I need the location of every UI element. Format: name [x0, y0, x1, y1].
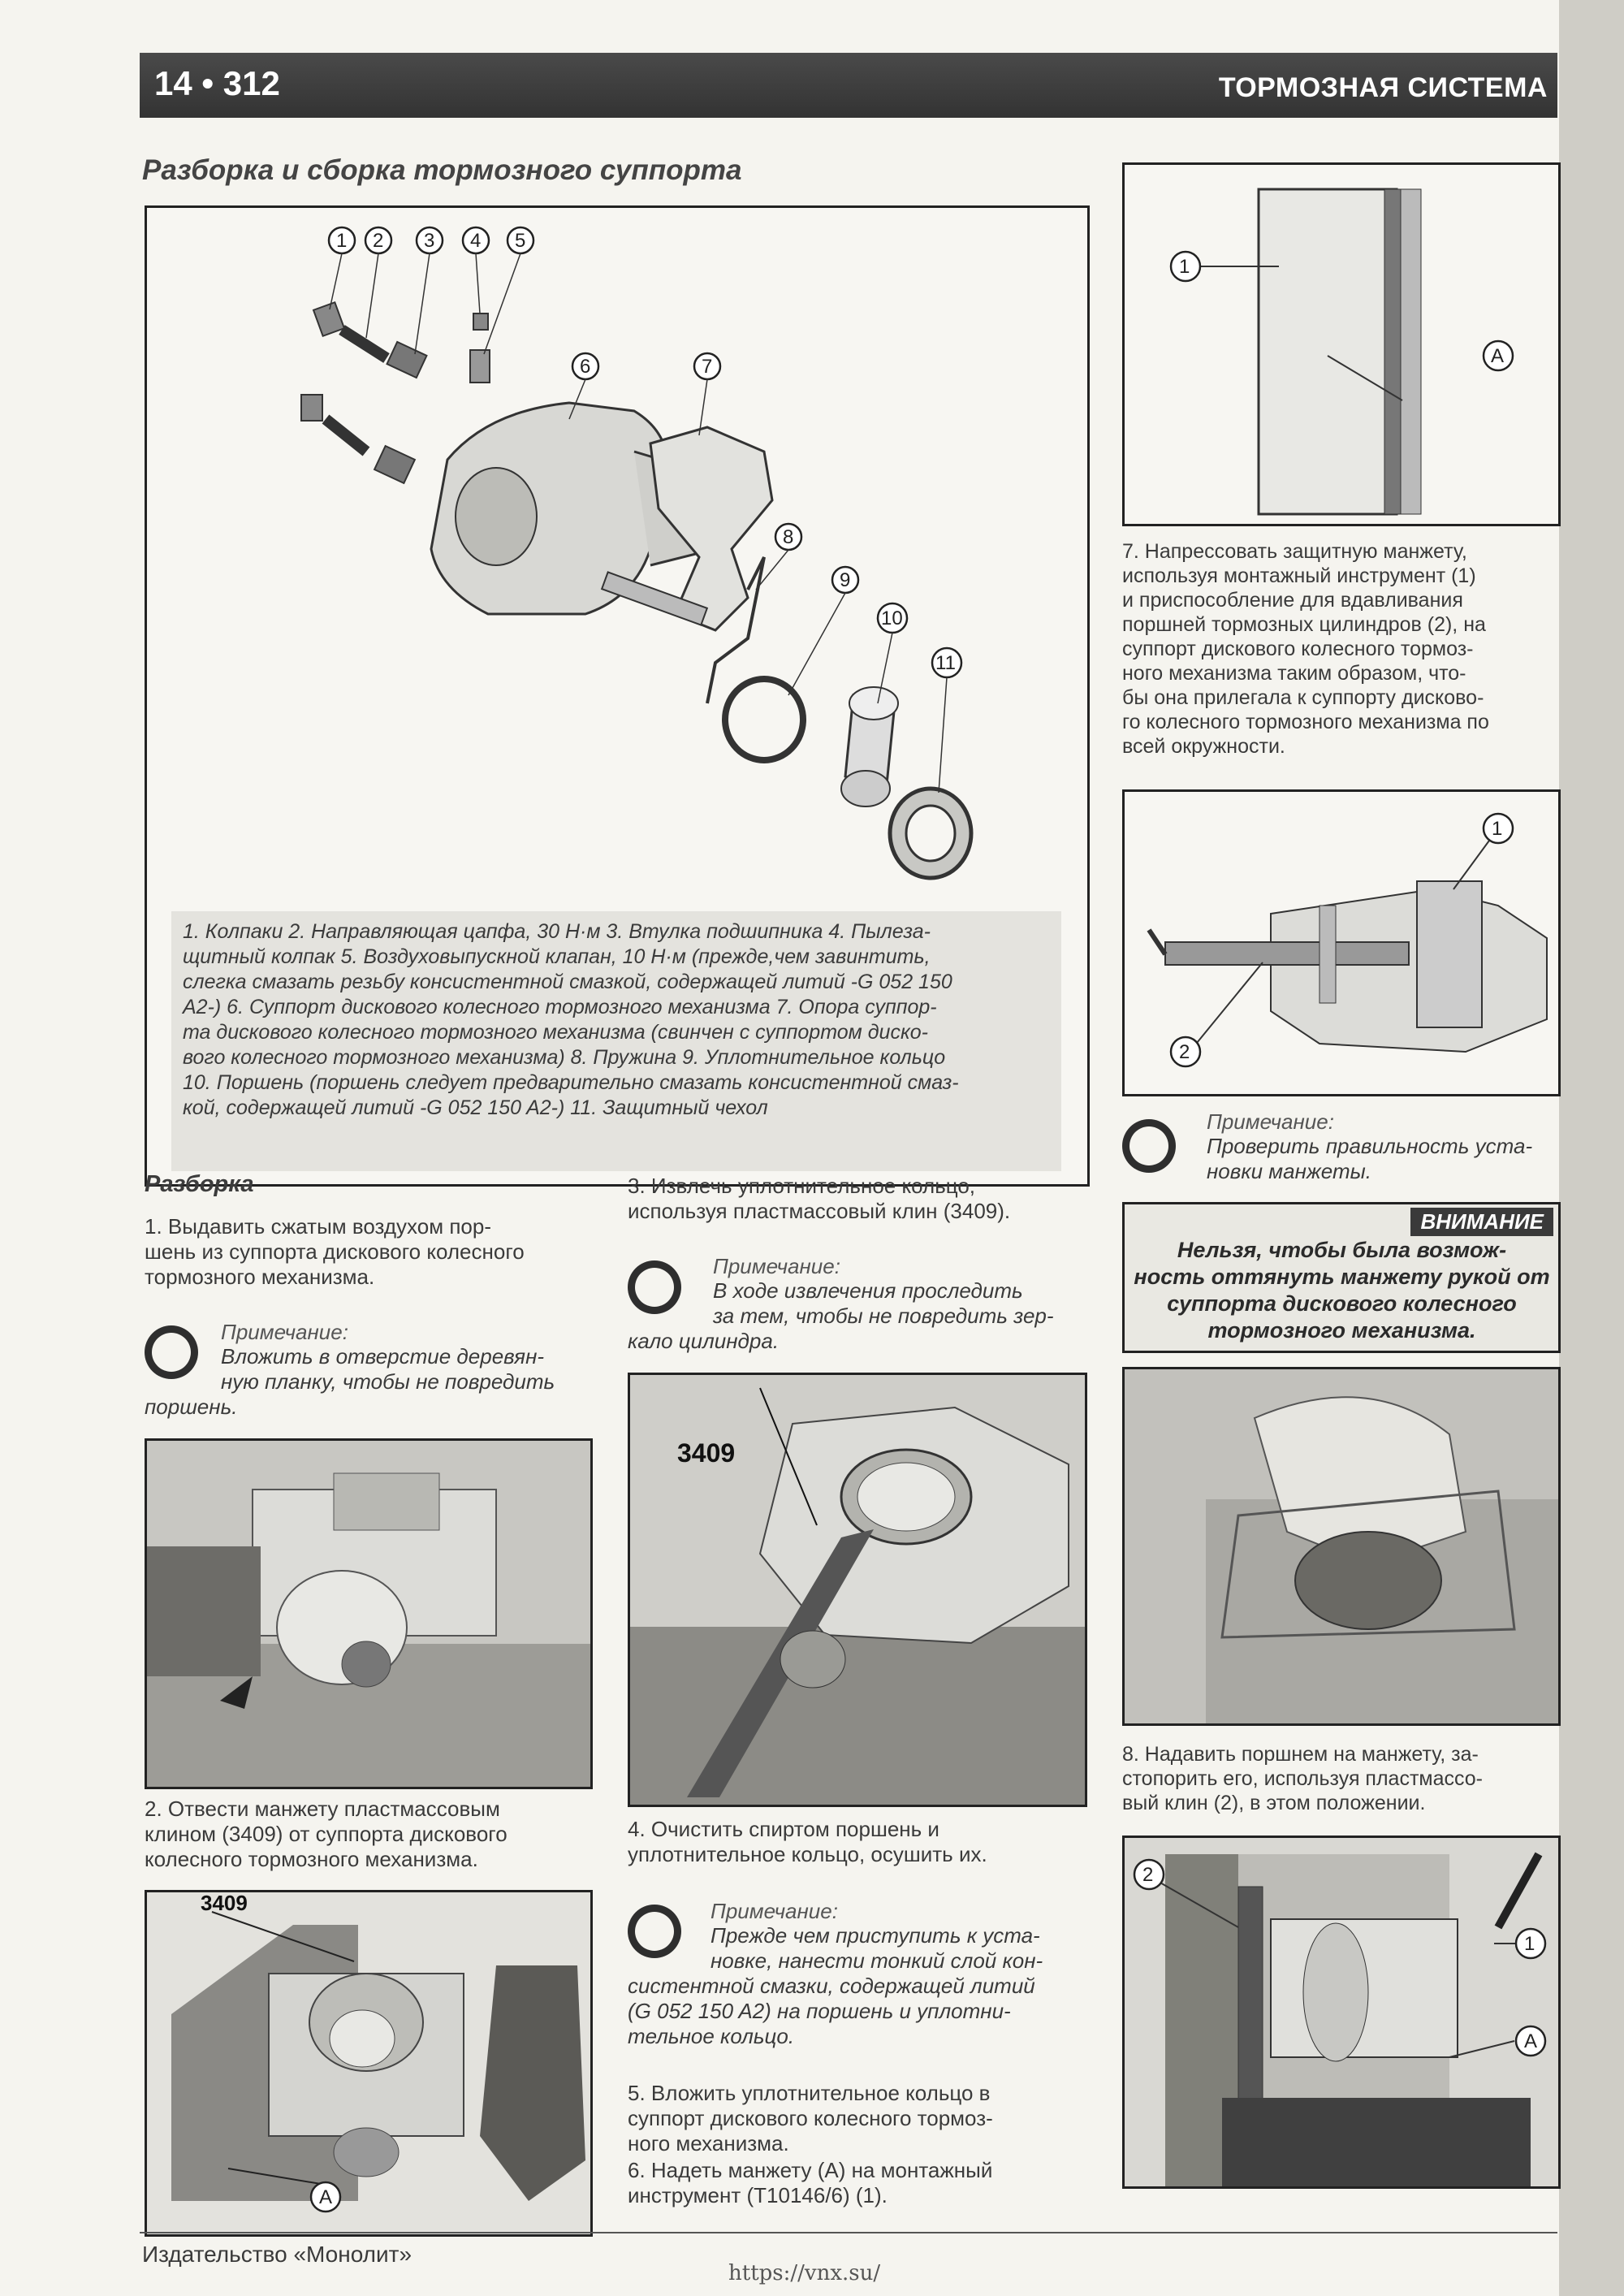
tool-label-3409: 3409	[677, 1438, 736, 1468]
section-title: ТОРМОЗНАЯ СИСТЕМА	[1218, 72, 1548, 103]
callout-A-step2	[309, 2181, 342, 2213]
photo-step-3-drawing	[630, 1387, 1085, 1805]
note-2-label: Примечание:	[713, 1254, 840, 1278]
figure-step-7b: 1 2	[1122, 789, 1561, 1096]
page-edge	[1559, 0, 1624, 2296]
photo-step-1-drawing	[147, 1472, 590, 1787]
step-7: 7. Напрессовать защитную манжету,использ…	[1122, 540, 1489, 758]
callout-1-fig7b	[1482, 812, 1514, 845]
exploded-view-drawing: 1 2 3 4 5 6 7 8 9 10 11	[300, 226, 974, 880]
callout-1-fig8	[1514, 1927, 1547, 1960]
note-4-label: Примечание:	[1207, 1109, 1334, 1134]
callout-A-fig7a	[1482, 339, 1514, 372]
publisher: Издательство «Монолит»	[142, 2242, 412, 2267]
source-url[interactable]: https://vnx.su/	[728, 2261, 881, 2285]
lightbulb-icon	[628, 1905, 681, 1958]
note-4: Проверить правильность уста-новки манжет…	[1207, 1134, 1533, 1183]
callout-8-text: 8	[783, 526, 793, 548]
exploded-view-legend: 1. Колпаки 2. Направляющая цапфа, 30 Н·м…	[171, 911, 1061, 1171]
photo-step-8: 2 1 A	[1122, 1836, 1561, 2189]
photo-step-8-drawing: 2 1 A	[1133, 1852, 1547, 2186]
lightbulb-icon	[628, 1260, 681, 1314]
figure-step-7a-drawing: 1 A	[1169, 188, 1514, 516]
callout-A-fig8	[1514, 2025, 1547, 2057]
callout-11-text: 11	[935, 652, 956, 674]
callout-2-fig7b-text: 2	[1179, 1041, 1190, 1063]
photo-step-7c	[1122, 1367, 1561, 1726]
note-1: Вложить в отверстие деревян-ную планку, …	[145, 1344, 555, 1419]
note-3-label: Примечание:	[710, 1899, 838, 1923]
callout-5-text: 5	[515, 230, 525, 252]
figure-step-7a: 1 A	[1122, 162, 1561, 526]
exploded-view-figure: 1 2 3 4 5 6 7 8 9 10 11	[145, 205, 1090, 1187]
page-header: 14 • 312 ТОРМОЗНАЯ СИСТЕМА	[140, 53, 1557, 118]
legend-line: кой, содержащей литий -G 052 150 A2-) 11…	[183, 1096, 768, 1119]
chapter-page-number: 14 • 312	[154, 64, 280, 102]
callout-10-text: 10	[881, 608, 903, 629]
photo-step-1	[145, 1438, 593, 1789]
photo-step-7c-drawing	[1206, 1396, 1558, 1723]
legend-line: вого колесного тормозного механизма) 8. …	[183, 1046, 946, 1069]
callout-2-fig8-text: 2	[1142, 1864, 1153, 1886]
callout-1-fig7a-text: 1	[1179, 256, 1190, 278]
callout-1-text: 1	[336, 230, 347, 252]
photo-step-3: 3409	[628, 1373, 1087, 1807]
disassembly-heading: Разборка	[145, 1171, 254, 1197]
page-title: Разборка и сборка тормозного суппорта	[142, 154, 742, 186]
callout-1-fig8-text: 1	[1524, 1933, 1535, 1955]
legend-line: та дискового колесного тормозного механи…	[183, 1021, 928, 1044]
warning-title: ВНИМАНИЕ	[1410, 1208, 1553, 1236]
legend-line: 1. Колпаки 2. Направляющая цапфа, 30 Н·м…	[183, 920, 931, 943]
warning-text: Нельзя, чтобы была возмож-ность оттянуть…	[1134, 1238, 1550, 1343]
callout-1-fig7a	[1169, 250, 1202, 283]
lightbulb-icon	[1122, 1119, 1176, 1173]
callout-6-text: 6	[580, 356, 590, 378]
note-3: Прежде чем приступить к уста-новке, нане…	[628, 1923, 1043, 2048]
tool-label-3409: 3409	[201, 1891, 248, 1915]
callout-2-fig8	[1133, 1858, 1165, 1891]
photo-step-2-drawing: A	[171, 1911, 585, 2213]
callout-4-text: 4	[470, 230, 481, 252]
warning-box: ВНИМАНИЕ Нельзя, чтобы была возмож-ность…	[1122, 1202, 1561, 1353]
footer-rule	[140, 2232, 1557, 2233]
note-1-label: Примечание:	[221, 1320, 348, 1344]
legend-line: слегка смазать резьбу консистентной смаз…	[183, 971, 952, 993]
legend-line: 10. Поршень (поршень следует предварител…	[183, 1071, 959, 1094]
photo-step-2: A 3409	[145, 1890, 593, 2237]
callout-1-fig7b-text: 1	[1492, 818, 1502, 840]
step-1: 1. Выдавить сжатым воздухом пор-шень из …	[145, 1214, 525, 1289]
step-8: 8. Надавить поршнем на манжету, за-стопо…	[1122, 1743, 1484, 1814]
legend-line: A2-) 6. Суппорт дискового колесного торм…	[183, 996, 937, 1018]
callout-9-text: 9	[840, 569, 850, 591]
legend-line: щитный колпак 5. Воздуховыпускной клапан…	[183, 945, 931, 968]
lightbulb-icon	[145, 1325, 198, 1379]
callout-7-text: 7	[702, 356, 712, 378]
callout-A-fig8-text: A	[1524, 2030, 1537, 2052]
callout-A-step2-text: A	[319, 2186, 332, 2208]
step-3: 3. Извлечь уплотнительное кольцо,использ…	[628, 1174, 1011, 1223]
callout-2-text: 2	[373, 230, 383, 252]
callout-2-fig7b	[1169, 1036, 1202, 1068]
callout-A-fig7a-text: A	[1491, 345, 1504, 367]
callout-3-text: 3	[424, 230, 434, 252]
figure-step-7b-drawing: 1 2	[1147, 812, 1548, 1068]
